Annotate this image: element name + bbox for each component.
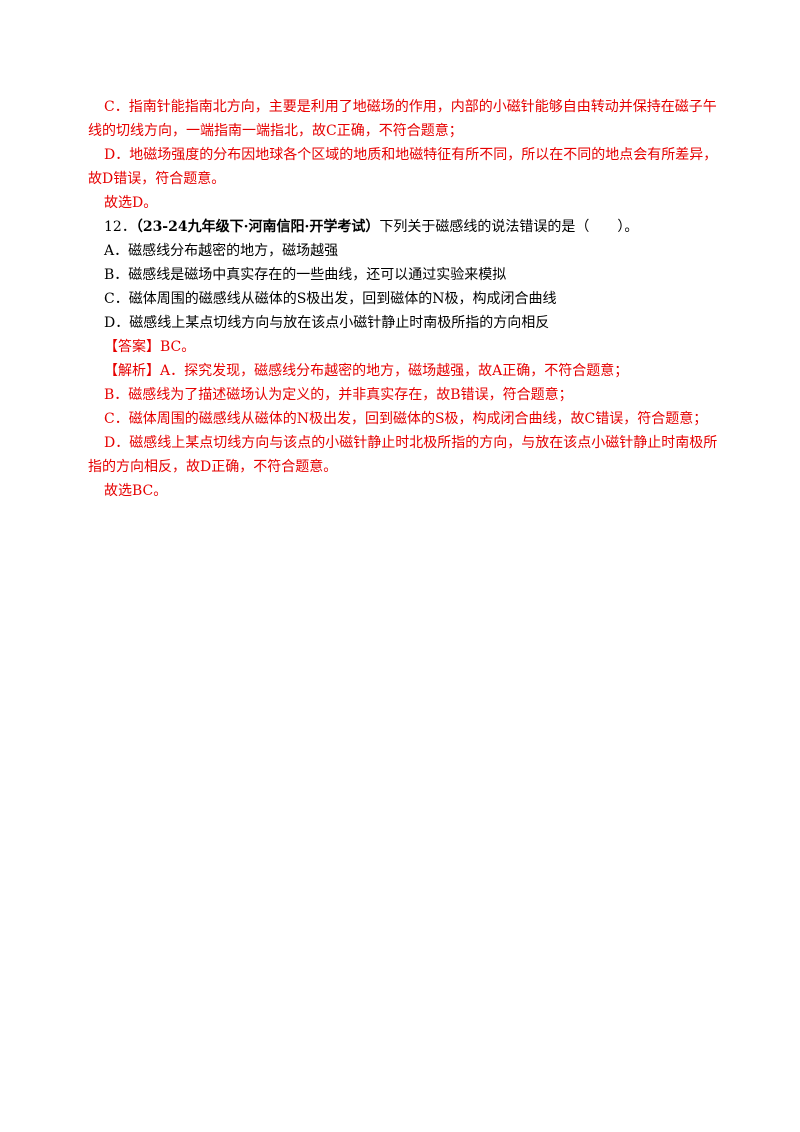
analysis-conclusion: 故选BC。 xyxy=(104,483,168,499)
prev-analysis-conclusion: 故选D。 xyxy=(104,195,158,211)
prev-analysis-option-c-line1: C．指南针能指南北方向，主要是利用了地磁场的作用，内部的小磁针能够自由转动并保持… xyxy=(104,99,717,115)
question-option-b: B．磁感线是磁场中真实存在的一些曲线，还可以通过实验来模拟 xyxy=(104,267,507,283)
analysis-option-b: B．磁感线为了描述磁场认为定义的，并非真实存在，故B错误，符合题意； xyxy=(104,387,573,403)
answer-line: 【答案】BC。 xyxy=(88,335,728,359)
answer-value: BC。 xyxy=(160,339,196,355)
document-content: C．指南针能指南北方向，主要是利用了地磁场的作用，内部的小磁针能够自由转动并保持… xyxy=(88,95,728,503)
analysis-option-a: A．探究发现，磁感线分布越密的地方，磁场越强，故A正确，不符合题意； xyxy=(160,363,629,379)
answer-label: 【答案】 xyxy=(104,339,160,355)
analysis-option-c: C．磁体周围的磁感线从磁体的N极出发，回到磁体的S极，构成闭合曲线，故C错误，符… xyxy=(104,411,708,427)
analysis-label: 【解析】 xyxy=(104,363,160,379)
question-stem-line: 12．（23-24九年级下·河南信阳·开学考试）下列关于磁感线的说法错误的是（ … xyxy=(88,215,728,239)
prev-analysis-option-c-line2: 线的切线方向，一端指南一端指北，故C正确，不符合题意； xyxy=(88,123,463,139)
question-number: 12． xyxy=(104,219,136,235)
question-option-d: D．磁感线上某点切线方向与放在该点小磁针静止时南极所指的方向相反 xyxy=(104,315,550,331)
prev-analysis-option-d-line2: 故D错误，符合题意。 xyxy=(88,171,226,187)
prev-analysis-option-d-line1: D．地磁场强度的分布因地球各个区域的地质和地磁特征有所不同，所以在不同的地点会有… xyxy=(104,147,718,163)
analysis-line-a: 【解析】A．探究发现，磁感线分布越密的地方，磁场越强，故A正确，不符合题意； xyxy=(88,359,728,383)
question-option-c: C．磁体周围的磁感线从磁体的S极出发，回到磁体的N极，构成闭合曲线 xyxy=(104,291,557,307)
analysis-option-d-line2: 指的方向相反，故D正确，不符合题意。 xyxy=(88,459,338,475)
question-stem: 下列关于磁感线的说法错误的是（ ）。 xyxy=(379,219,639,235)
question-source: （23-24九年级下·河南信阳·开学考试） xyxy=(135,219,380,235)
question-option-a: A．磁感线分布越密的地方，磁场越强 xyxy=(104,243,339,259)
analysis-option-d-line1: D．磁感线上某点切线方向与该点的小磁针静止时北极所指的方向，与放在该点小磁针静止… xyxy=(104,435,718,451)
